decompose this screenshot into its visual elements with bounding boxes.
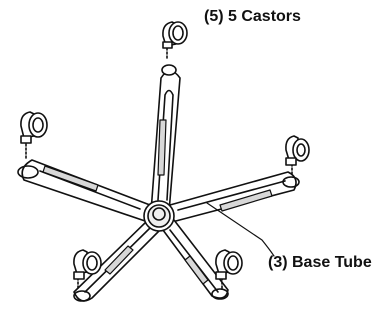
- castors-label: (5) 5 Castors: [204, 8, 301, 25]
- castor-bottom-right: [215, 249, 243, 291]
- base-leg-right: [169, 171, 300, 223]
- base-leg-bottom-right: [159, 219, 229, 300]
- castor-top: [161, 21, 188, 76]
- base-leg-bottom-left: [73, 219, 165, 302]
- base-tube-label: (3) Base Tube: [268, 254, 372, 271]
- castor-left: [20, 111, 48, 159]
- castor-right: [285, 135, 310, 177]
- castor-bottom-left: [73, 249, 102, 291]
- base-hub: [143, 200, 175, 232]
- base-leg-left: [17, 159, 151, 223]
- base-tube-leader-line: [206, 202, 275, 257]
- base-leg-top: [150, 70, 181, 213]
